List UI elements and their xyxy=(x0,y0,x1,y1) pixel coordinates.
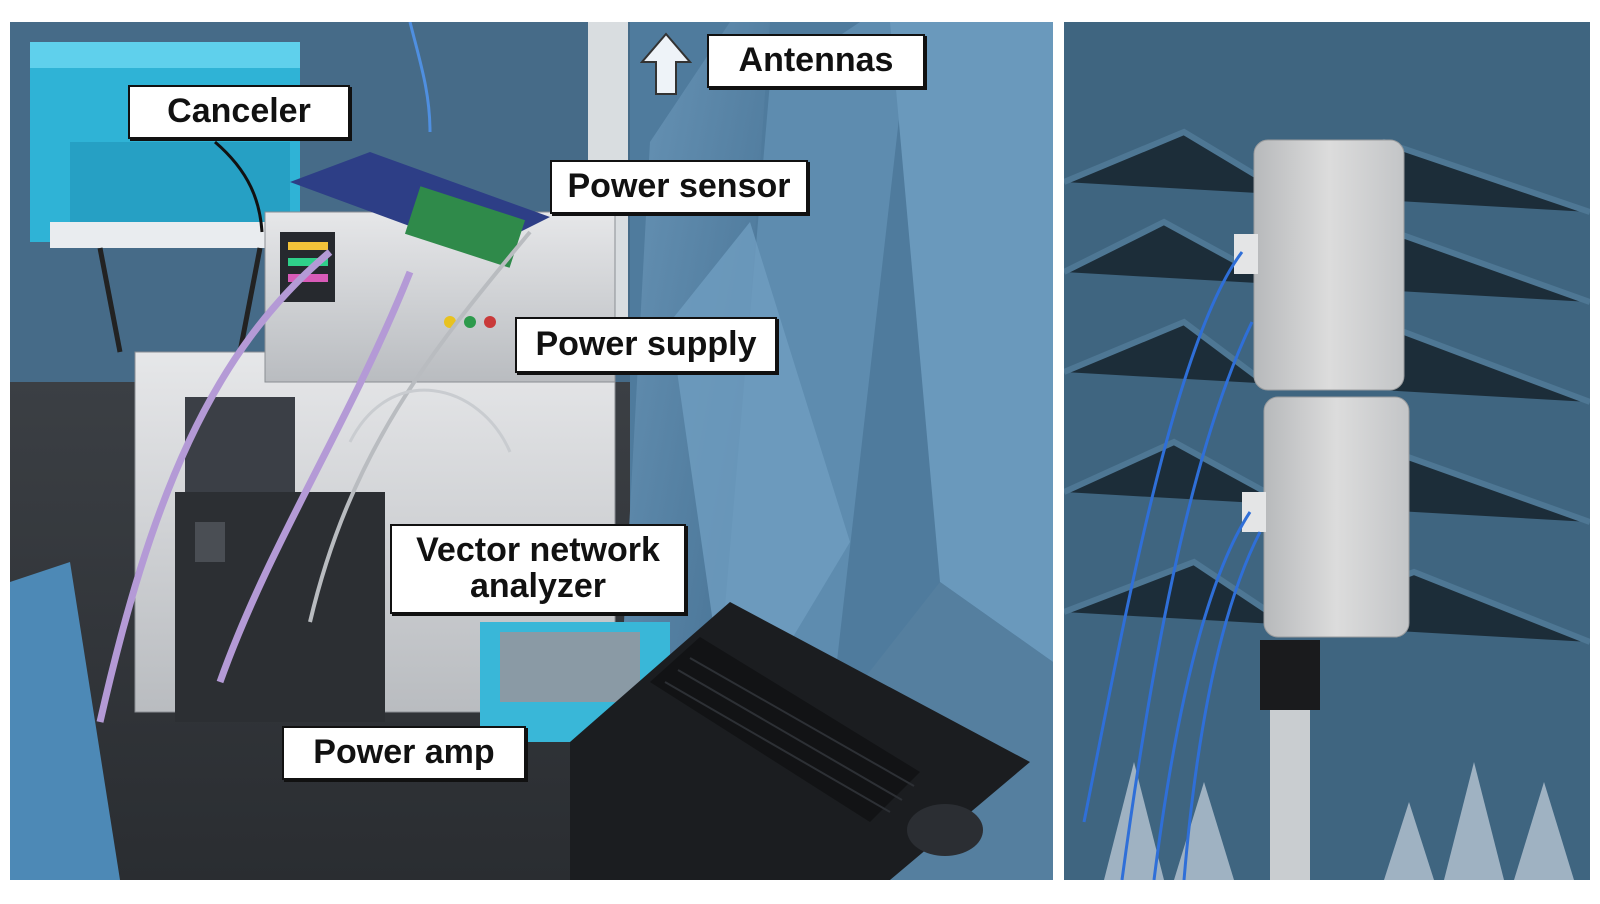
antenna-panels xyxy=(1234,139,1410,638)
instrument-stack xyxy=(134,152,616,722)
label-vector-network-analyzer: Vector network analyzer xyxy=(390,524,686,614)
label-antennas: Antennas xyxy=(707,34,925,88)
label-vna-line2: analyzer xyxy=(469,567,607,605)
label-power-supply: Power supply xyxy=(515,317,777,373)
antenna-cables xyxy=(1082,251,1262,880)
antenna-mast-photo xyxy=(1064,22,1590,880)
label-power-amp: Power amp xyxy=(282,726,526,780)
antenna-scene-illustration xyxy=(1064,22,1590,880)
laptop-case-keyboard xyxy=(570,602,1030,880)
lab-scene-illustration xyxy=(10,22,1053,880)
label-vna-line1: Vector network xyxy=(416,531,660,570)
label-power-sensor: Power sensor xyxy=(550,160,808,214)
up-arrow-icon xyxy=(640,32,692,95)
lab-test-bench-photo: Canceler Antennas Power sensor Power sup… xyxy=(10,22,1053,880)
label-canceler: Canceler xyxy=(128,85,350,139)
rf-cables xyxy=(96,22,532,723)
